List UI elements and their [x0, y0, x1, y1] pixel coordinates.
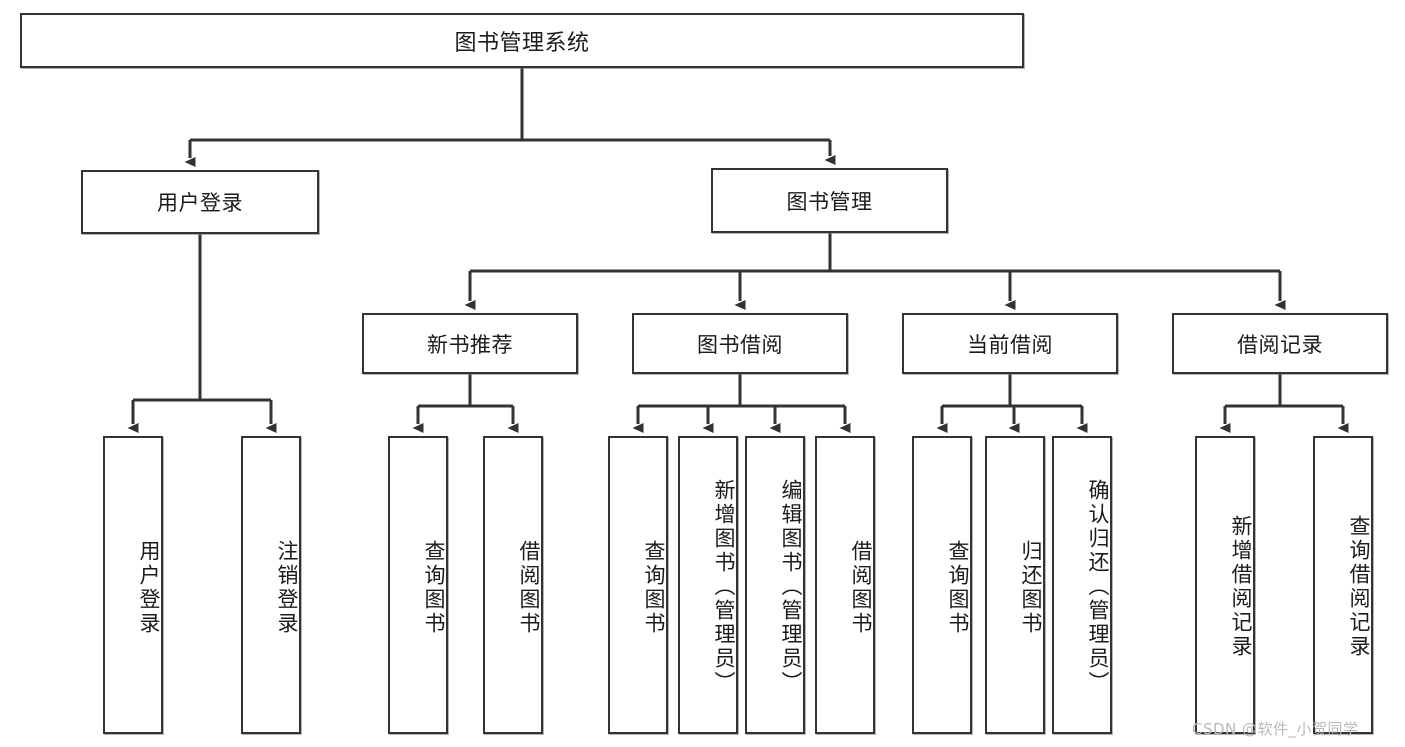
csdn-watermark: CSDN @软件_小贺同学	[1192, 720, 1359, 738]
node-leaf-borrow-book-1[interactable]: 借阅图书	[483, 436, 543, 734]
node-leaf-add-record[interactable]: 新增借阅记录	[1195, 436, 1255, 734]
node-leaf-borrow-book-2[interactable]: 借阅图书	[815, 436, 875, 734]
node-leaf-query-book-2[interactable]: 查询图书	[608, 436, 668, 734]
node-leaf-user-logout[interactable]: 注销登录	[241, 436, 301, 734]
node-leaf-query-book-1[interactable]: 查询图书	[388, 436, 448, 734]
node-user-login[interactable]: 用户登录	[81, 170, 319, 234]
node-leaf-query-record[interactable]: 查询借阅记录	[1313, 436, 1373, 734]
node-leaf-query-book-3[interactable]: 查询图书	[912, 436, 972, 734]
node-borrow-record[interactable]: 借阅记录	[1172, 313, 1388, 374]
node-leaf-confirm-return[interactable]: 确认归还（管理员）	[1052, 436, 1112, 734]
node-new-book-recommend[interactable]: 新书推荐	[362, 313, 578, 374]
node-leaf-user-login[interactable]: 用户登录	[103, 436, 163, 734]
node-book-borrow[interactable]: 图书借阅	[632, 313, 848, 374]
node-book-manage[interactable]: 图书管理	[711, 168, 948, 233]
node-leaf-add-book[interactable]: 新增图书（管理员）	[678, 436, 738, 734]
node-leaf-edit-book[interactable]: 编辑图书（管理员）	[745, 436, 805, 734]
node-current-borrow[interactable]: 当前借阅	[902, 313, 1118, 374]
node-leaf-return-book[interactable]: 归还图书	[985, 436, 1045, 734]
node-root-system[interactable]: 图书管理系统	[20, 13, 1024, 68]
